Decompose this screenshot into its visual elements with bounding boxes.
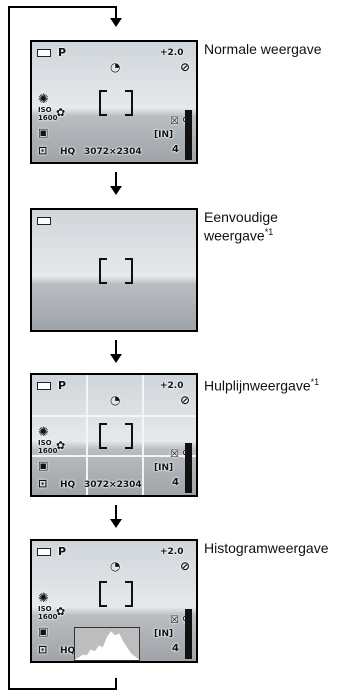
- flow-arrow-down-icon: [110, 18, 122, 27]
- grid-line-h2: [32, 455, 196, 457]
- remaining-count: 4: [172, 643, 179, 654]
- metering-icon: ⊡: [38, 477, 48, 490]
- af-target-mark: [99, 258, 133, 284]
- histogram-graph: [74, 627, 141, 661]
- signal-bar: [185, 609, 192, 659]
- iso-value: 1600: [38, 447, 58, 455]
- battery-icon: [37, 49, 51, 57]
- wb-icon: ✺: [38, 425, 49, 440]
- screen-normal-display: P +2.0 ◔ ⊘ ✺ ISO 1600 ✿ ▣ ⊡ HQ 3072×2304…: [30, 40, 198, 164]
- caption-footnote: *1: [264, 227, 274, 237]
- metering-icon: ⊡: [38, 144, 48, 157]
- exposure-compensation: +2.0: [160, 381, 184, 391]
- grid-line-v2: [142, 375, 144, 495]
- iso-value: 1600: [38, 114, 58, 122]
- flash-off-icon: ⊘: [180, 393, 191, 407]
- stabilizer-icon: ☒: [170, 615, 179, 626]
- wb-icon: ✺: [38, 591, 49, 606]
- exposure-compensation: +2.0: [160, 547, 184, 557]
- macro-icon: ✿: [56, 605, 66, 618]
- flash-off-icon: ⊘: [180, 60, 191, 74]
- caption-simple-display: Eenvoudige weergave*1: [204, 210, 342, 244]
- caption-text: Histogramweergave: [204, 541, 329, 556]
- macro-icon: ✿: [56, 439, 66, 452]
- self-timer-icon: ◔: [110, 393, 121, 407]
- battery-icon: [37, 217, 51, 225]
- self-timer-icon: ◔: [110, 60, 121, 74]
- flow-arrow-stem: [115, 505, 117, 523]
- flow-arrow-down-icon: [110, 519, 122, 528]
- macro-icon: ✿: [56, 106, 66, 119]
- iso-label: ISO: [38, 106, 52, 114]
- shooting-mode: P: [58, 545, 67, 558]
- signal-bar: [185, 443, 192, 493]
- iso-label: ISO: [38, 605, 52, 613]
- flow-arrow-down-icon: [110, 186, 122, 195]
- battery-icon: [37, 382, 51, 390]
- battery-icon: [37, 548, 51, 556]
- af-target-mark: [99, 90, 133, 116]
- flow-arrow-stem: [115, 340, 117, 358]
- caption-histogram-display: Histogramweergave: [204, 541, 347, 556]
- flow-loop-left: [8, 6, 10, 690]
- screen-histogram-display: P +2.0 ◔ ⊘ ✺ ISO 1600 ✿ ▣ ⊡ HQ ☒ ⚲ [IN] …: [30, 539, 198, 663]
- iso-label: ISO: [38, 439, 52, 447]
- wb-icon: ✺: [38, 92, 49, 107]
- caption-text: Hulplijnweergave: [204, 377, 311, 394]
- caption-text: Normale weergave: [204, 41, 322, 57]
- flow-arrow-stem: [115, 6, 117, 20]
- memory-indicator: [IN]: [154, 130, 174, 140]
- exposure-compensation: +2.0: [160, 48, 184, 58]
- quality-label: HQ: [60, 480, 76, 490]
- caption-text: Eenvoudige weergave: [204, 209, 278, 244]
- memory-indicator: [IN]: [154, 629, 174, 639]
- drive-icon: ▣: [38, 625, 49, 638]
- metering-icon: ⊡: [38, 643, 48, 656]
- iso-value: 1600: [38, 613, 58, 621]
- stabilizer-icon: ☒: [170, 449, 179, 460]
- af-target-mark: [99, 581, 133, 607]
- grid-line-h1: [32, 415, 196, 417]
- flow-arrow-down-icon: [110, 354, 122, 363]
- caption-normal-display: Normale weergave: [204, 42, 322, 57]
- drive-icon: ▣: [38, 126, 49, 139]
- screen-grid-display: P +2.0 ◔ ⊘ ✺ ISO 1600 ✿ ▣ ⊡ HQ 3072×2304…: [30, 373, 198, 497]
- caption-grid-display: Hulplijnweergave*1: [204, 375, 319, 394]
- flow-arrow-stem: [115, 678, 117, 690]
- histogram-curve: [74, 631, 141, 661]
- signal-bar: [185, 110, 192, 160]
- flash-off-icon: ⊘: [180, 559, 191, 573]
- remaining-count: 4: [172, 477, 179, 488]
- caption-footnote: *1: [310, 377, 320, 387]
- remaining-count: 4: [172, 144, 179, 155]
- shooting-mode: P: [58, 46, 67, 59]
- drive-icon: ▣: [38, 459, 49, 472]
- grid-line-v1: [86, 375, 88, 495]
- af-target-mark: [99, 423, 133, 449]
- self-timer-icon: ◔: [110, 559, 121, 573]
- flow-loop-top: [8, 6, 116, 8]
- stabilizer-icon: ☒: [170, 116, 179, 127]
- resolution-label: 3072×2304: [84, 480, 142, 490]
- flow-arrow-stem: [115, 172, 117, 190]
- memory-indicator: [IN]: [154, 463, 174, 473]
- flow-loop-bottom: [8, 688, 116, 690]
- screen-simple-display: [30, 208, 198, 332]
- resolution-label: 3072×2304: [84, 147, 142, 157]
- quality-label: HQ: [60, 646, 76, 656]
- shooting-mode: P: [58, 379, 67, 392]
- quality-label: HQ: [60, 147, 76, 157]
